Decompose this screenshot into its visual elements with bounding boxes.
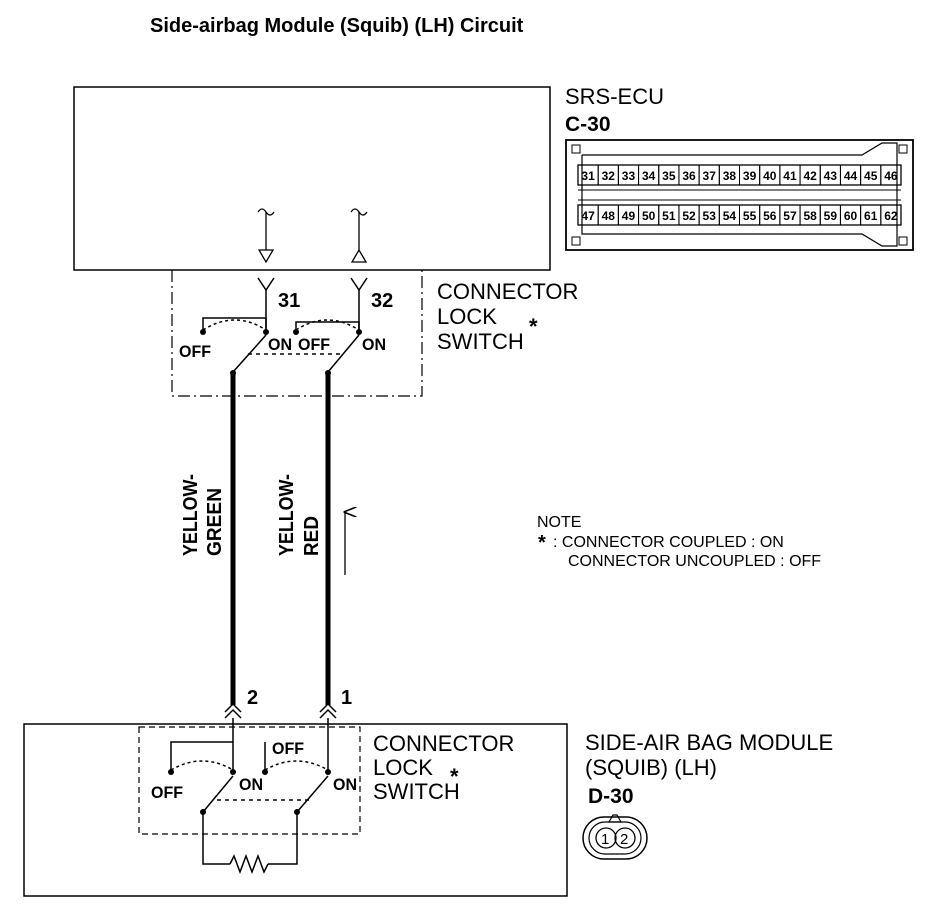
c30-top-pin-36: 36 bbox=[682, 169, 696, 183]
c30-bottom-pin-62: 62 bbox=[884, 209, 898, 223]
lower-off-label-left: OFF bbox=[151, 783, 183, 802]
c30-bottom-pin-60: 60 bbox=[844, 209, 858, 223]
c30-bottom-pin-51: 51 bbox=[662, 209, 676, 223]
c30-bottom-pin-61: 61 bbox=[864, 209, 878, 223]
diagram-title: Side-airbag Module (Squib) (LH) Circuit bbox=[150, 15, 524, 37]
c30-top-pin-39: 39 bbox=[743, 169, 757, 183]
c30-top-pin-40: 40 bbox=[763, 169, 777, 183]
c30-top-cell-46 bbox=[880, 164, 902, 186]
lower-on-label-right: ON bbox=[333, 775, 357, 794]
upper-switch-label-1: CONNECTOR bbox=[437, 279, 578, 304]
module-name-2: (SQUIB) (LH) bbox=[585, 755, 717, 780]
module-connector-pin-1 bbox=[319, 702, 337, 719]
wire-label-yellow-red-1: YELLOW- bbox=[276, 474, 298, 556]
c30-pins-top-row: 31 32 33 34 35 36 37 38 39 40 41 42 43 44 45 46 bbox=[577, 164, 902, 186]
c30-bottom-pin-53: 53 bbox=[703, 209, 717, 223]
note-line-2: CONNECTOR UNCOUPLED : OFF bbox=[568, 553, 821, 570]
c30-bottom-cell-62 bbox=[880, 204, 902, 226]
c30-bottom-pin-55: 55 bbox=[743, 209, 757, 223]
c30-top-pin-34: 34 bbox=[642, 169, 656, 183]
upper-off-label-right: OFF bbox=[298, 335, 330, 354]
ecu-terminal-32 bbox=[350, 208, 368, 263]
c30-top-pin-41: 41 bbox=[783, 169, 797, 183]
c30-connector-icon: 31 32 33 34 35 36 37 38 39 40 41 42 43 44 45 46 47 48 49 5… bbox=[565, 139, 914, 251]
note-star: * bbox=[538, 532, 546, 554]
lower-switch-label-3: SWITCH bbox=[373, 779, 460, 804]
d30-pin-2: 2 bbox=[620, 831, 628, 848]
upper-on-label-left: ON bbox=[268, 335, 292, 354]
upper-on-label-right: ON bbox=[362, 335, 386, 354]
c30-bottom-pin-54: 54 bbox=[723, 209, 737, 223]
c30-top-pin-38: 38 bbox=[723, 169, 737, 183]
c30-bottom-pin-50: 50 bbox=[642, 209, 656, 223]
lower-switch-label-2: LOCK bbox=[373, 755, 433, 780]
wire-label-yellow-red-2: RED bbox=[301, 516, 323, 556]
c30-bottom-pin-56: 56 bbox=[763, 209, 777, 223]
d30-connector-icon: 1 2 bbox=[582, 814, 648, 860]
lower-switch-star: * bbox=[450, 764, 459, 789]
upper-off-label-left: OFF bbox=[179, 342, 211, 361]
c30-pins-bottom-row: 47 48 49 50 51 52 53 54 55 56 57 58 59 60 61 62 bbox=[577, 204, 902, 226]
ecu-terminal-31 bbox=[257, 208, 275, 264]
ecu-connector-code: C-30 bbox=[565, 113, 611, 136]
pin-label-32: 32 bbox=[371, 290, 393, 312]
lower-switch-enclosure bbox=[138, 726, 361, 835]
c30-bottom-pin-47: 47 bbox=[581, 209, 595, 223]
module-name-1: SIDE-AIR BAG MODULE bbox=[585, 730, 833, 755]
module-connector-code: D-30 bbox=[588, 785, 634, 808]
wire-label-yellow-green-1: YELLOW- bbox=[180, 474, 202, 556]
c30-bottom-pin-52: 52 bbox=[682, 209, 696, 223]
wire-label-yellow-green-2: GREEN bbox=[204, 488, 226, 556]
c30-bottom-pin-57: 57 bbox=[783, 209, 797, 223]
lower-on-label-left: ON bbox=[239, 775, 263, 794]
lower-off-label-top: OFF bbox=[272, 739, 304, 758]
c30-top-pin-46: 46 bbox=[884, 169, 898, 183]
upper-switch-label-3: SWITCH bbox=[437, 329, 524, 354]
ecu-name: SRS-ECU bbox=[565, 84, 664, 109]
c30-bottom-pin-58: 58 bbox=[803, 209, 817, 223]
c30-top-pin-45: 45 bbox=[864, 169, 878, 183]
c30-top-pin-43: 43 bbox=[824, 169, 838, 183]
c30-bottom-pin-49: 49 bbox=[622, 209, 636, 223]
c30-bottom-pin-48: 48 bbox=[602, 209, 616, 223]
c30-top-pin-42: 42 bbox=[803, 169, 817, 183]
c30-top-pin-44: 44 bbox=[844, 169, 858, 183]
note-line-1: : CONNECTOR COUPLED : ON bbox=[553, 534, 784, 551]
pin-label-31: 31 bbox=[278, 290, 300, 312]
upper-switch-enclosure bbox=[171, 270, 423, 397]
c30-top-pin-31: 31 bbox=[581, 169, 595, 183]
lower-switch-wiring bbox=[170, 718, 329, 875]
side-airbag-module-box bbox=[23, 723, 568, 897]
srs-ecu-box bbox=[73, 86, 551, 271]
note-heading: NOTE bbox=[537, 514, 581, 531]
lower-switch-contacts bbox=[168, 769, 331, 815]
c30-top-pin-32: 32 bbox=[602, 169, 616, 183]
c30-bottom-pin-59: 59 bbox=[824, 209, 838, 223]
c30-top-pin-37: 37 bbox=[703, 169, 717, 183]
upper-switch-label-2: LOCK bbox=[437, 304, 497, 329]
upper-switch-wiring bbox=[202, 317, 360, 373]
c30-top-pin-33: 33 bbox=[622, 169, 636, 183]
module-pin-label-1: 1 bbox=[341, 687, 352, 709]
d30-pin-1: 1 bbox=[601, 831, 609, 848]
upper-switch-star: * bbox=[529, 314, 538, 339]
c30-top-pin-35: 35 bbox=[662, 169, 676, 183]
lower-switch-label-1: CONNECTOR bbox=[373, 731, 514, 756]
module-connector-pin-2 bbox=[224, 702, 242, 719]
module-pin-label-2: 2 bbox=[247, 687, 258, 709]
